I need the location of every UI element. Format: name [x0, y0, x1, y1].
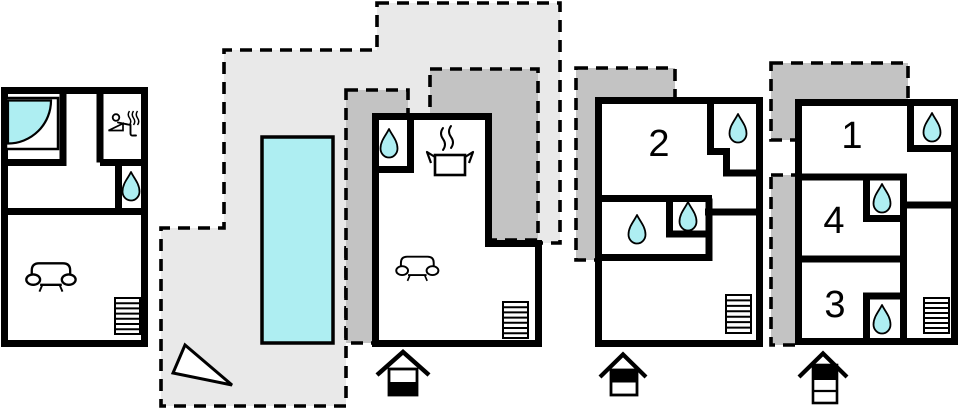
unit-4-label: 4: [823, 200, 844, 242]
stairs-icon: [114, 297, 141, 335]
unit-3-label: 3: [824, 284, 845, 326]
plan-pool-house-outline: [372, 113, 542, 347]
floor-indicator-house-icon: [797, 350, 849, 405]
interior-walls: [4, 90, 954, 342]
cooking-pot-icon: [425, 125, 475, 177]
stairs-icon: [502, 301, 529, 339]
triangle-marker: [170, 342, 233, 387]
shower-quarter-icon: [6, 99, 53, 145]
swimming-pool: [260, 135, 335, 345]
unit-2-label: 2: [648, 123, 669, 165]
balcony-area-units134-left: [769, 173, 800, 347]
floor-indicator-house-icon: [375, 348, 431, 397]
sauna-icon: [108, 110, 140, 137]
floor-indicator-house-icon: [598, 351, 648, 397]
stairs-icon: [725, 294, 752, 334]
unit-1-label: 1: [841, 115, 862, 157]
shower-cabin: [4, 96, 60, 151]
stairs-icon: [923, 297, 950, 334]
